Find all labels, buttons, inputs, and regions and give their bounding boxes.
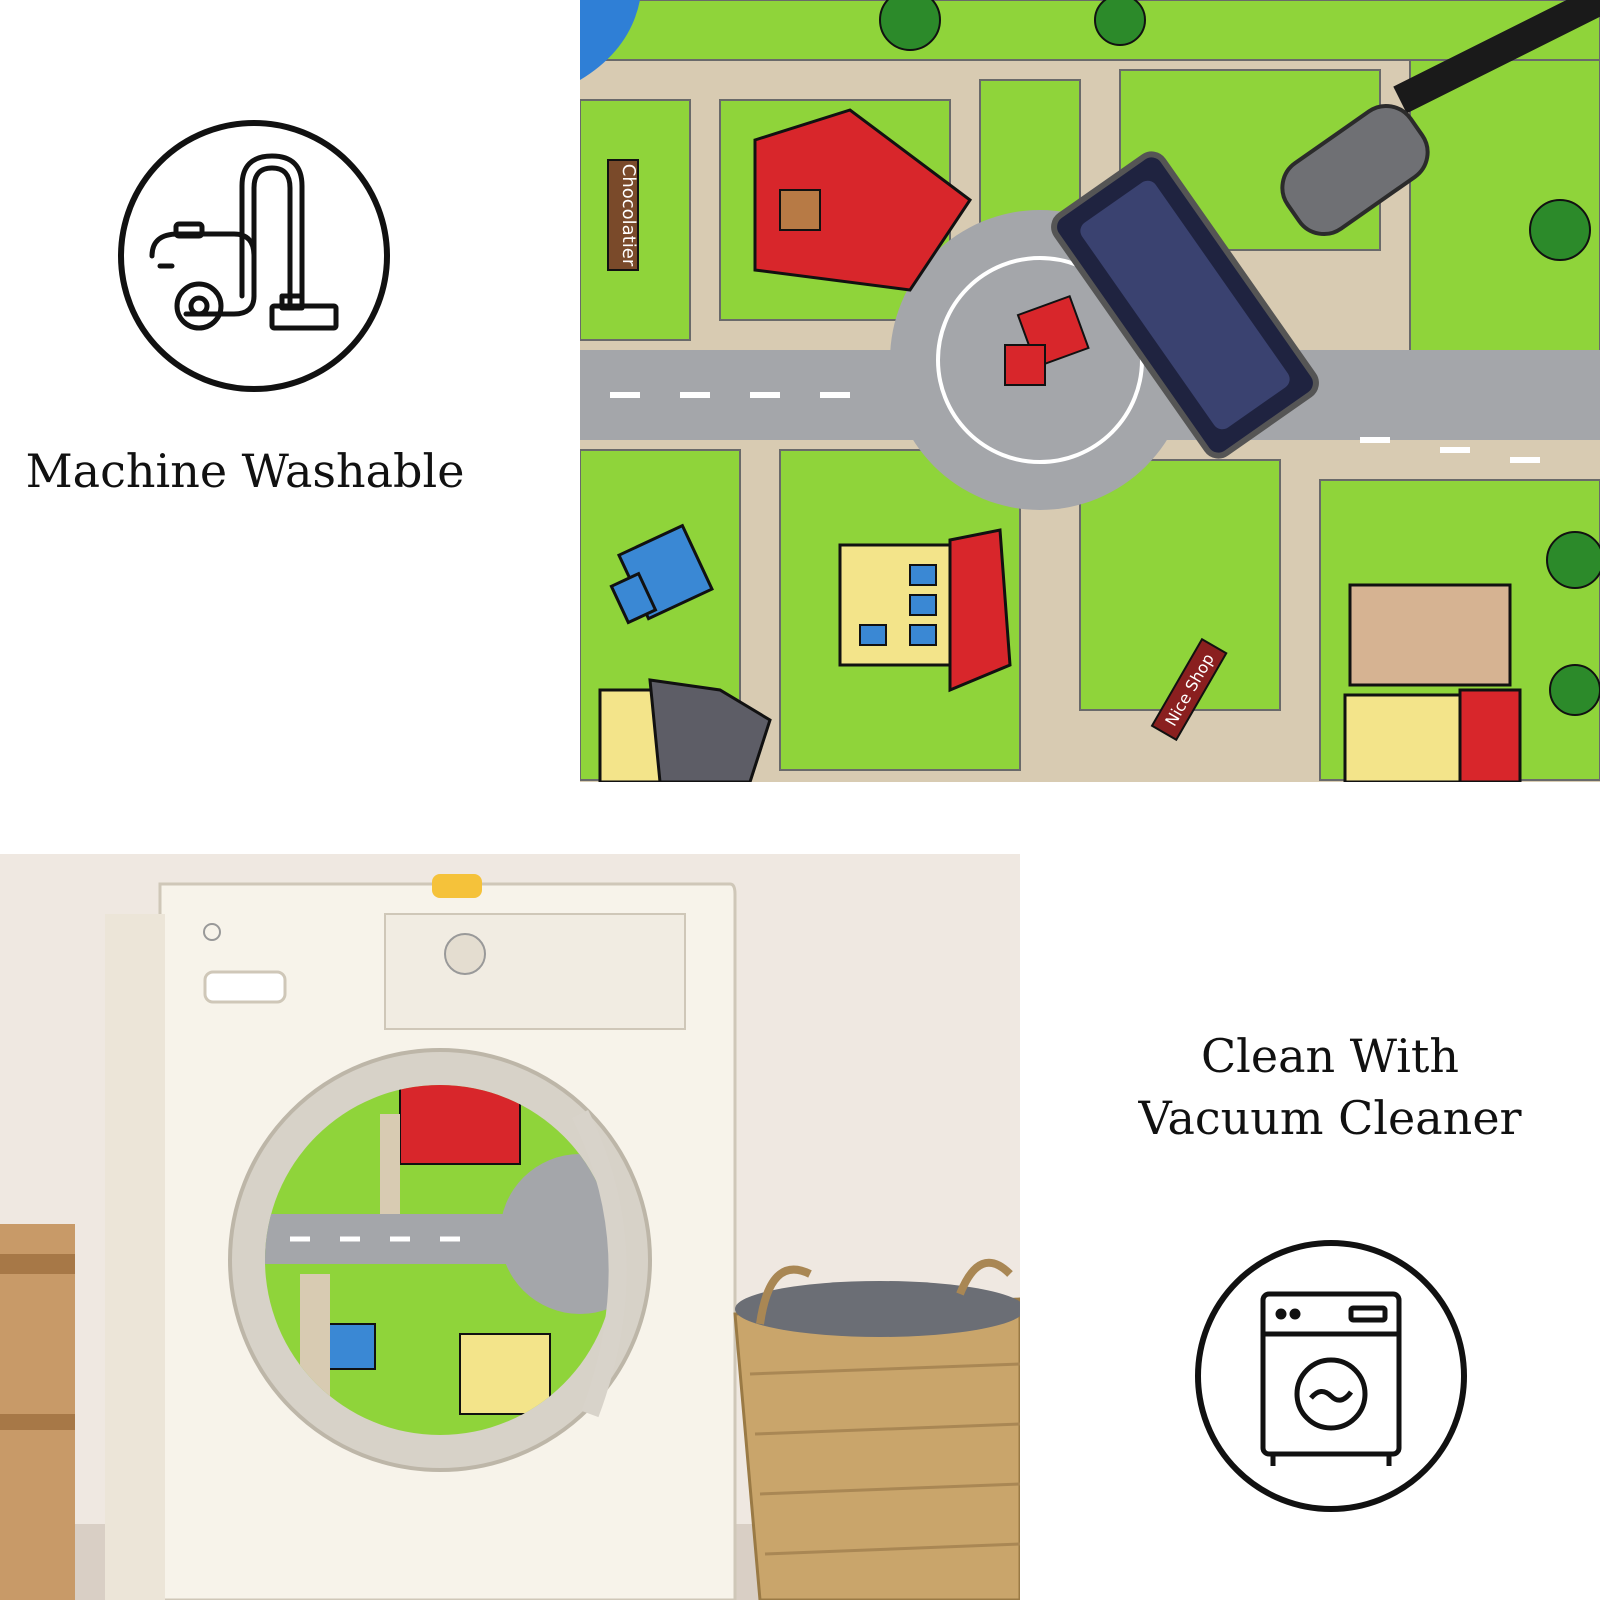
chocolatier-sign: Chocolatier xyxy=(618,164,639,267)
clean-with-vacuum-caption: Clean With Vacuum Cleaner xyxy=(1060,1025,1600,1149)
washing-machine-icon xyxy=(1195,1240,1467,1512)
machine-washable-caption: Machine Washable xyxy=(25,444,465,498)
play-mat-vacuum-photo: Chocolatier Nice Shop xyxy=(580,0,1600,782)
washing-machine-photo xyxy=(0,854,1020,1600)
vacuum-cleaner-icon xyxy=(118,120,390,392)
caption-line-1: Clean With xyxy=(1200,1029,1460,1083)
caption-line-2: Vacuum Cleaner xyxy=(1138,1091,1522,1145)
